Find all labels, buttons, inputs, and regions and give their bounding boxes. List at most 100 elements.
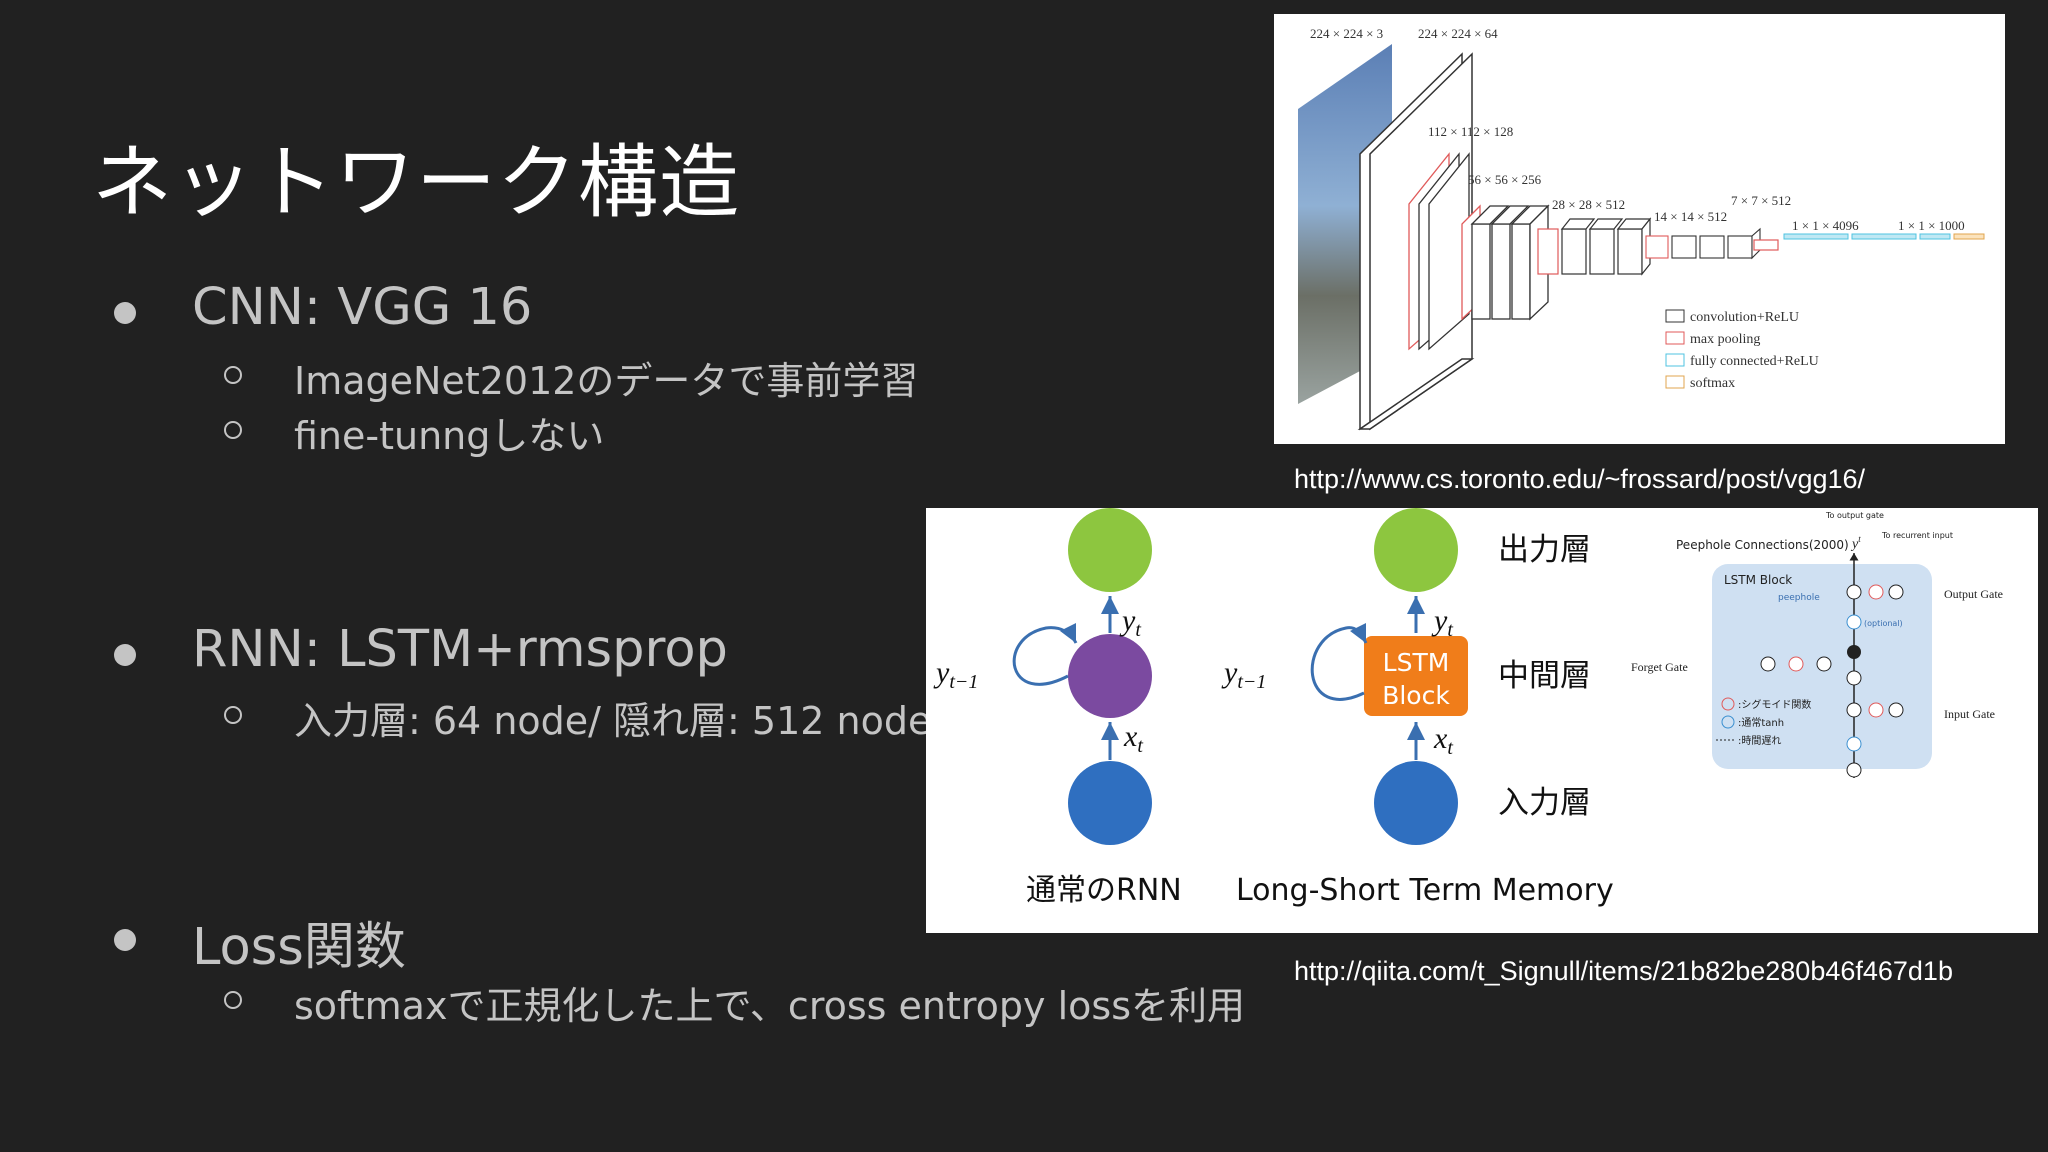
- legend-sigmoid: :シグモイド関数: [1738, 698, 1811, 711]
- vgg-legend: convolution+ReLU max pooling fully conne…: [1665, 309, 1819, 391]
- forget-sigmoid: [1788, 656, 1804, 672]
- peephole-label: peephole: [1778, 593, 1820, 603]
- bullet-cnn-label: CNN: VGG 16: [192, 278, 533, 337]
- rnn-recurrent-loop: [1012, 622, 1078, 686]
- bullet-cnn: CNN: VGG 16: [114, 278, 533, 337]
- dim-label: 1 × 1 × 1000: [1898, 218, 1965, 233]
- softmax-layer: [1953, 233, 1985, 240]
- legend-conv: convolution+ReLU: [1690, 310, 1799, 325]
- bullet-rnn: RNN: LSTM+rmsprop: [114, 620, 728, 679]
- output-sigmoid: [1868, 584, 1884, 600]
- forget-gate-label: Forget Gate: [1631, 660, 1688, 674]
- legend-sigmoid-icon: [1721, 697, 1735, 711]
- caption-lstm: Long-Short Term Memory: [1236, 873, 1614, 908]
- legend-tanh: :通常tanh: [1738, 716, 1784, 729]
- optional-label: (optional): [1864, 619, 1903, 628]
- tanh-out: [1846, 614, 1862, 630]
- output-gate-label: Output Gate: [1944, 587, 2003, 601]
- bullet-dot: [114, 929, 136, 951]
- dim-label: 28 × 28 × 512: [1552, 197, 1625, 212]
- fc-4096-b: [1851, 233, 1917, 240]
- rnn-output-node: [1068, 508, 1152, 592]
- sub-bullet-finetune: fine-tunngしない: [224, 405, 604, 460]
- fc-4096-a: [1783, 233, 1849, 240]
- output-multiply: [1846, 584, 1862, 600]
- dim-label: 1 × 1 × 4096: [1792, 218, 1859, 233]
- conv-block-3: [1461, 204, 1550, 321]
- layer-name-middle: 中間層: [1498, 658, 1591, 694]
- lstm-recurrent-loop: [1310, 622, 1368, 701]
- rnn-label-ytm1: yt−1: [933, 656, 978, 693]
- dim-label: 56 × 56 × 256: [1468, 172, 1542, 187]
- legend-swatch-pool: [1665, 331, 1685, 345]
- legend-swatch-fc: [1665, 353, 1685, 367]
- sub-bullet-ring: [224, 991, 242, 1009]
- sub-bullet-ring: [224, 706, 242, 724]
- rnn-label-xt: xt: [1123, 720, 1143, 757]
- tanh-in: [1846, 736, 1862, 752]
- bullet-loss-label: Loss関数: [192, 918, 406, 977]
- conv-block-2: [1408, 152, 1470, 351]
- to-output-gate: To output gate: [1825, 511, 1884, 520]
- input-gate-add: [1888, 702, 1904, 718]
- sub-bullet-ring: [224, 366, 242, 384]
- input-multiply: [1846, 702, 1862, 718]
- cell-add: [1846, 670, 1862, 686]
- sub-bullet-ring: [224, 421, 242, 439]
- dim-label: 7 × 7 × 512: [1731, 193, 1791, 208]
- rnn-diagram: yt xt yt−1 通常のRNN LSTM Block yt xt yt−1 …: [933, 508, 2003, 908]
- input-add: [1846, 762, 1862, 778]
- legend-tanh-icon: [1721, 715, 1735, 729]
- legend-delay: :時間遅れ: [1738, 735, 1781, 747]
- layer-name-output: 出力層: [1498, 532, 1591, 568]
- fc-1000: [1919, 233, 1951, 240]
- peephole-yt: yt: [1850, 534, 1861, 552]
- dim-label: 112 × 112 × 128: [1428, 124, 1513, 139]
- vgg-source-url: http://www.cs.toronto.edu/~frossard/post…: [1294, 464, 1866, 494]
- pool-7x7: [1753, 239, 1779, 251]
- sub-bullet-pretrain: ImageNet2012のデータで事前学習: [224, 350, 918, 405]
- to-recurrent: To recurrent input: [1881, 531, 1953, 540]
- conv-block-4: [1537, 217, 1652, 276]
- legend-swatch-softmax: [1665, 375, 1685, 389]
- sub-bullet-nodes: 入力層: 64 node/ 隠れ層: 512 node: [224, 690, 931, 745]
- legend-softmax: softmax: [1690, 376, 1735, 391]
- legend-fc: fully connected+ReLU: [1690, 354, 1819, 369]
- lstm-label-xt: xt: [1433, 722, 1453, 759]
- legend-pool: max pooling: [1690, 332, 1760, 347]
- lstm-label-yt: yt: [1431, 604, 1453, 641]
- cell-state: [1847, 645, 1861, 659]
- lstm-input-node: [1374, 761, 1458, 845]
- peephole-diagram: Peephole Connections(2000) To output gat…: [1631, 511, 2003, 778]
- vgg16-diagram: 224 × 224 × 3 224 × 224 × 64 112 × 112 ×…: [1298, 26, 1985, 431]
- lstm-block-label-2: Block: [1382, 681, 1450, 710]
- bullet-dot: [114, 302, 136, 324]
- forget-multiply: [1816, 656, 1832, 672]
- legend-swatch-conv: [1665, 309, 1685, 323]
- conv-block-5: [1645, 227, 1761, 260]
- lstm-label-ytm1: yt−1: [1221, 656, 1266, 693]
- caption-rnn: 通常のRNN: [1026, 873, 1182, 908]
- rnn-label-yt: yt: [1119, 604, 1141, 641]
- layer-name-input: 入力層: [1498, 785, 1591, 821]
- rnn-source-url: http://qiita.com/t_Signull/items/21b82be…: [1294, 956, 1953, 986]
- bullet-rnn-label: RNN: LSTM+rmsprop: [192, 620, 728, 679]
- lstm-block-title: LSTM Block: [1724, 573, 1792, 587]
- vgg16-figure: 224 × 224 × 3 224 × 224 × 64 112 × 112 ×…: [1274, 14, 2005, 444]
- input-sigmoid: [1868, 702, 1884, 718]
- dim-label: 224 × 224 × 3: [1310, 26, 1383, 41]
- dim-label: 224 × 224 × 64: [1418, 26, 1498, 41]
- lstm-block: [1364, 636, 1468, 716]
- rnn-figure: yt xt yt−1 通常のRNN LSTM Block yt xt yt−1 …: [926, 508, 2038, 933]
- bullet-dot: [114, 644, 136, 666]
- forget-add: [1760, 656, 1776, 672]
- peephole-title: Peephole Connections(2000): [1676, 538, 1849, 552]
- output-add: [1888, 584, 1904, 600]
- input-gate-label: Input Gate: [1944, 707, 1995, 721]
- sub-bullet-softmax: softmaxで正規化した上で、cross entropy lossを利用: [224, 975, 1245, 1030]
- rnn-input-node: [1068, 761, 1152, 845]
- dim-label: 14 × 14 × 512: [1654, 209, 1727, 224]
- slide-title: ネットワーク構造: [92, 136, 740, 229]
- lstm-output-node: [1374, 508, 1458, 592]
- rnn-hidden-node: [1068, 634, 1152, 718]
